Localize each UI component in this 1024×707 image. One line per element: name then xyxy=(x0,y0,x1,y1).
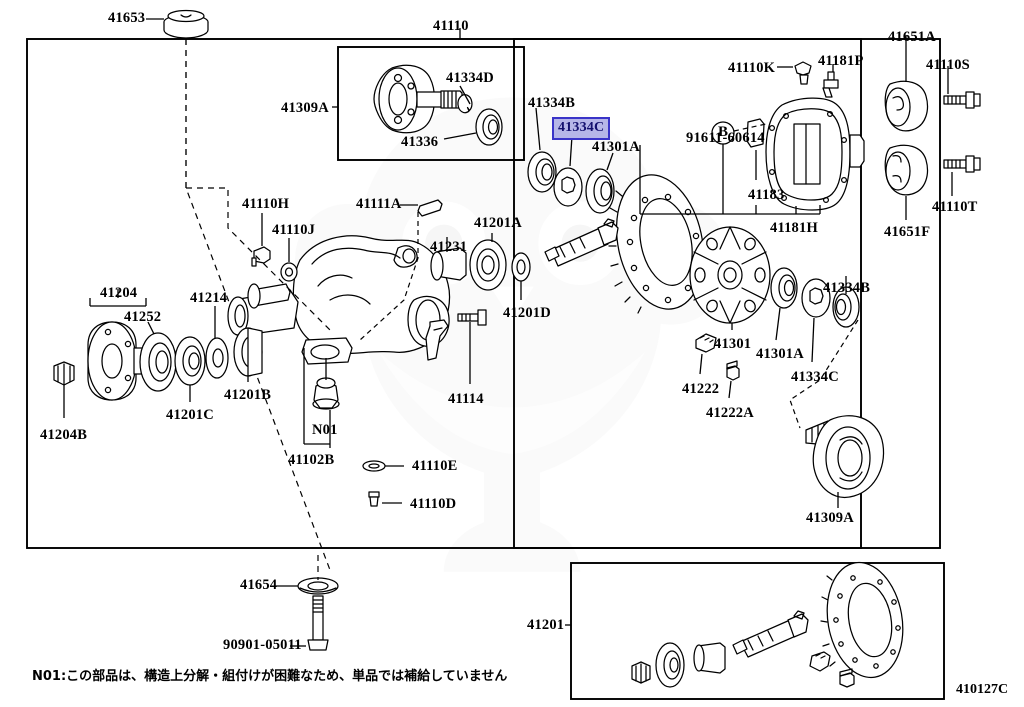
callout-41181h[interactable]: 41181H xyxy=(770,220,818,236)
callout-n01[interactable]: N01 xyxy=(312,422,338,438)
callout-41183[interactable]: 41183 xyxy=(748,187,785,203)
callout-41204[interactable]: 41204 xyxy=(100,285,138,301)
callout-41651f[interactable]: 41651F xyxy=(884,224,931,240)
callout-41309a[interactable]: 41309A xyxy=(281,100,329,116)
callout-41201b[interactable]: 41201B xyxy=(224,387,272,403)
diagram-code: 410127C xyxy=(956,682,1009,697)
callout-41654[interactable]: 41654 xyxy=(240,577,278,593)
callout-41334b-upper[interactable]: 41334B xyxy=(528,95,576,111)
callout-41334c-highlighted[interactable]: 41334C xyxy=(552,117,611,140)
callout-41110j[interactable]: 41110J xyxy=(272,222,316,238)
callout-41651a[interactable]: 41651A xyxy=(888,29,936,45)
callout-91611-60614[interactable]: 91611-60614 xyxy=(686,130,765,146)
callout-41301[interactable]: 41301 xyxy=(714,336,752,352)
callout-41336[interactable]: 41336 xyxy=(401,134,439,150)
footnote-n01: N01:この部品は、構造上分解・組付けが困難なため、単品では補給していません xyxy=(32,669,508,684)
callout-41301a-lower[interactable]: 41301A xyxy=(756,346,804,362)
callout-41252[interactable]: 41252 xyxy=(124,309,162,325)
callout-41231[interactable]: 41231 xyxy=(430,239,468,255)
callout-41201d[interactable]: 41201D xyxy=(503,305,551,321)
callout-41222a[interactable]: 41222A xyxy=(706,405,754,421)
callout-41334c-lower[interactable]: 41334C xyxy=(791,369,839,385)
callout-41110h[interactable]: 41110H xyxy=(242,196,290,212)
callout-41111a[interactable]: 41111A xyxy=(356,196,402,212)
callout-41110k[interactable]: 41110K xyxy=(728,60,776,76)
callout-41110s[interactable]: 41110S xyxy=(926,57,970,73)
callout-41110d[interactable]: 41110D xyxy=(410,496,457,512)
callout-41334b-lower[interactable]: 41334B xyxy=(823,280,871,296)
callout-90901-05011[interactable]: 90901-05011 xyxy=(223,637,302,653)
callout-41201c[interactable]: 41201C xyxy=(166,407,214,423)
callout-41110[interactable]: 41110 xyxy=(433,18,469,34)
callout-41222[interactable]: 41222 xyxy=(682,381,720,397)
callout-41301a-upper[interactable]: 41301A xyxy=(592,139,640,155)
callout-41201a[interactable]: 41201A xyxy=(474,215,522,231)
callout-41309a-lower[interactable]: 41309A xyxy=(806,510,854,526)
callout-41102b[interactable]: 41102B xyxy=(288,452,335,468)
callout-41214[interactable]: 41214 xyxy=(190,290,228,306)
callout-41114[interactable]: 41114 xyxy=(448,391,484,407)
callout-41181p[interactable]: 41181P xyxy=(818,53,864,69)
callout-41653[interactable]: 41653 xyxy=(108,10,146,26)
callout-41334d[interactable]: 41334D xyxy=(446,70,494,86)
callout-41201[interactable]: 41201 xyxy=(527,617,565,633)
callout-41204b[interactable]: 41204B xyxy=(40,427,88,443)
callout-41110e[interactable]: 41110E xyxy=(412,458,458,474)
callout-41110t[interactable]: 41110T xyxy=(932,199,978,215)
callout-ref-b[interactable]: B xyxy=(718,124,729,140)
